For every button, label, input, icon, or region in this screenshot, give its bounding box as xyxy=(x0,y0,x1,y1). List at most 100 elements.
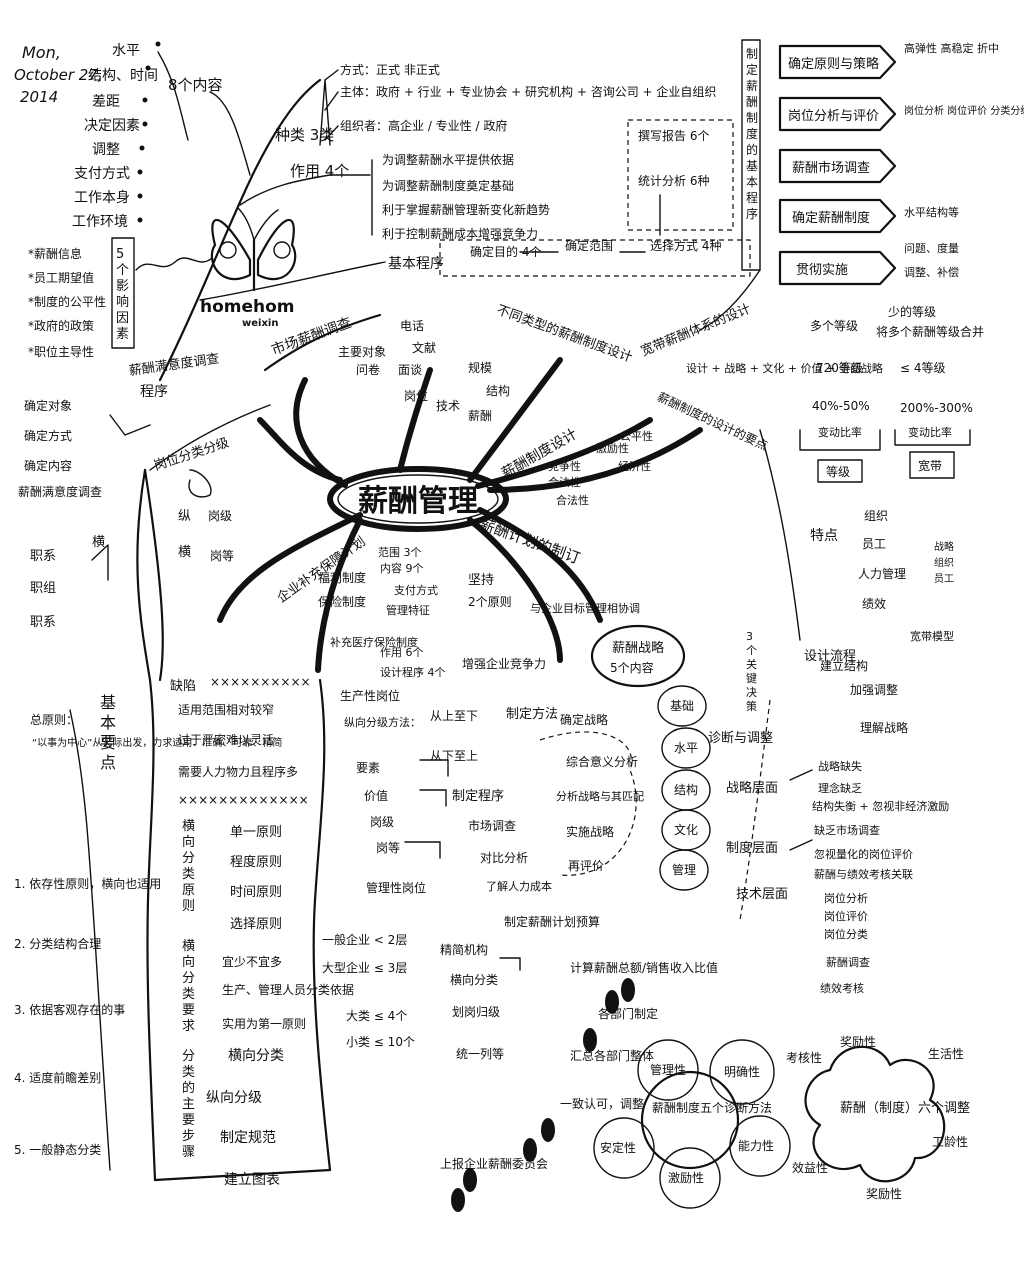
list-item-6: 支付方式 xyxy=(74,166,130,182)
survey-obj-1: 文献 xyxy=(412,340,436,355)
plan-strat-0: 确定战略 xyxy=(560,712,608,727)
broadband: 宽带薪酬体系的设计 薪酬制度的设计的要点 设计 + 战略 + 文化 + 价值 +… xyxy=(638,301,984,735)
design-type-4: 公平性 xyxy=(620,429,653,443)
strategy-item-0: 基础 xyxy=(670,699,694,713)
sat-step-1: 确定方式 xyxy=(24,428,72,443)
top-left-list: 水平 结构、时间 8个内容 差距 决定因素 调整 支付方式 工作本身 工作环境 xyxy=(72,41,251,230)
plan-principle-1: 与企业目标管理相协调 xyxy=(530,601,640,615)
survey-role-2: 利于掌握薪酬管理新变化新趋势 xyxy=(382,202,550,217)
diag-label-1: 制度层面 xyxy=(726,840,778,856)
classification-steps: 分类的主要步骤 横向分类 纵向分级 制定规范 建立图表 xyxy=(182,1048,284,1188)
strategy-item-3: 文化 xyxy=(674,822,698,837)
ent-content: 内容 9个 xyxy=(380,561,424,575)
five-tech-2: 能力性 xyxy=(738,1139,774,1153)
date-line3: 2014 xyxy=(20,88,58,106)
six-adjust-5: 奖励性 xyxy=(866,1187,902,1201)
budget-block: 计算薪酬总额/销售收入比值 各部门制定 汇总各部门整体 一致认可，调整 上报企业… xyxy=(440,960,718,1212)
diag-issue-1: 理念缺乏 xyxy=(818,781,862,795)
budget-summary2: 一致认可，调整 xyxy=(560,1096,644,1111)
bb-chg-b: 变动比率 xyxy=(908,425,952,439)
cs-1: 纵向分级 xyxy=(206,1090,262,1106)
logo-sub: weixin xyxy=(242,318,278,329)
cs-0: 横向分类 xyxy=(228,1048,284,1064)
five-tech-flower: 薪酬制度五个诊断方法 管理性 明确性 能力性 激励性 安定性 xyxy=(593,1039,791,1209)
job-level: 岗等 xyxy=(210,549,234,563)
making-note-3: 问题、度量 xyxy=(904,241,959,255)
factor-1: *员工期望值 xyxy=(28,270,94,285)
plan-strat-1: 综合意义分析 xyxy=(566,754,638,769)
center-node: 薪酬管理 xyxy=(327,466,509,532)
making-note-4: 调整、补偿 xyxy=(904,265,959,279)
survey-col-2: 薪酬 xyxy=(468,409,492,423)
design-branch: 薪酬制度设计 xyxy=(499,426,580,482)
factor-3: *政府的政策 xyxy=(28,318,94,333)
market-survey: 市场薪酬调查 主要对象 电话 文献 问卷 面谈 岗位 技术 薪酬 结构 规模 xyxy=(263,313,510,423)
enterprise-branch: 企业补充保障计划 福利制度 保险制度 范围 3个 内容 9个 支付方式 管理特征… xyxy=(274,533,445,679)
step-4: 撰写报告 6个 xyxy=(638,128,709,143)
pay-plan: 薪酬计划的制订 坚持 2个原则 与企业目标管理相协调 增强企业竞争力 从上至下 … xyxy=(430,515,644,929)
ent-welfare: 福利制度 xyxy=(318,570,366,585)
bb-design: 设计流程 xyxy=(804,649,856,664)
ent-insurance: 保险制度 xyxy=(318,594,366,609)
mgmt-3: 统一列等 xyxy=(456,1047,504,1061)
satisfaction-survey: 薪酬满意度调查 程序 确定对象 确定方式 确定内容 薪酬满意度调查 xyxy=(18,351,220,499)
survey-col-3: 结构 xyxy=(486,383,510,398)
list-item-5: 调整 xyxy=(92,142,120,158)
bb-note-0: 战略 xyxy=(934,540,954,553)
plan-step-1: 对比分析 xyxy=(480,851,528,865)
program-label: 程序 xyxy=(140,384,168,400)
plan-principles: 2个原则 xyxy=(468,595,512,609)
job-grade: 岗级 xyxy=(208,509,232,523)
bb-pct-b: 200%-300% xyxy=(900,401,973,415)
job-class-title: 岗位分类分级 xyxy=(152,436,231,474)
defects-label: 缺陷 xyxy=(170,679,196,694)
diag-title: 诊断与调整 xyxy=(708,731,773,746)
plan-step-2: 了解人力成本 xyxy=(486,879,552,893)
diag-issue-5: 薪酬与绩效考核关联 xyxy=(814,867,913,881)
list-item-2: 8个内容 xyxy=(168,76,223,94)
bb-chg-a: 变动比率 xyxy=(818,425,862,439)
bb-note-2: 员工 xyxy=(934,573,954,585)
plan-methods: 制定方法 xyxy=(506,706,558,722)
left-trunk: 基本要点 总原则： “以事为中心”从实际出发，力求适用、准确、可靠、精简 1. … xyxy=(14,468,332,1182)
x-row-1: ×××××××××× xyxy=(210,675,311,689)
survey-role-1: 为调整薪酬制度奠定基础 xyxy=(382,178,514,193)
bb-range-b: ≤ 4等级 xyxy=(900,361,946,375)
x-row-2: ××××××××××××× xyxy=(178,793,309,807)
horizontal-principles: 横向分类原则 单一原则 程度原则 时间原则 选择原则 xyxy=(182,819,282,932)
bb-model: 宽带模型 xyxy=(910,629,954,643)
survey-subject: 主要对象 xyxy=(338,345,386,359)
hr-5: 大类 ≤ 4个 xyxy=(346,1009,407,1023)
step-0: 确定目的 4个 xyxy=(470,244,541,259)
concept-title: 总原则： xyxy=(30,713,78,727)
hp-0: 单一原则 xyxy=(230,825,282,840)
sat-step-0: 确定对象 xyxy=(24,398,72,413)
step-2: 选择方式 4种 xyxy=(650,238,721,253)
making-note-0: 高弹性 高稳定 折中 xyxy=(904,41,999,55)
rule-3: 4. 适度前瞻差别 xyxy=(14,1070,101,1085)
hp-1: 程度原则 xyxy=(230,854,282,870)
making-process: 制定薪酬制度的基本程序 确定原则与策略 岗位分析与评价 薪酬市场调查 确定薪酬制… xyxy=(699,39,1024,331)
list-item-8: 工作环境 xyxy=(72,214,128,230)
survey-type-1: 主体：政府 + 行业 + 专业协会 + 研究机构 + 咨询公司 + 企业自组织 xyxy=(340,84,716,99)
rule-2: 3. 依据客观存在的事 xyxy=(14,1002,125,1017)
bb-level-a: 多个等级 xyxy=(810,319,858,333)
making-step-0: 确定原则与策略 xyxy=(788,56,879,72)
design-type-1: 合法性 xyxy=(548,475,581,489)
survey-type-label: 种类 3类 xyxy=(275,126,334,144)
job-col-0: 职系 xyxy=(30,549,56,564)
plan-step-3: 制定薪酬计划预算 xyxy=(504,914,600,929)
job-col-3: 横 xyxy=(92,535,105,550)
ent-payment: 支付方式 xyxy=(394,583,438,597)
ent-scope: 范围 3个 xyxy=(378,545,422,559)
making-title: 制定薪酬制度的基本程序 xyxy=(746,47,758,221)
date-block: Mon, October 27, 2014 xyxy=(14,43,103,106)
survey-types: 种类 3类 方式：正式 非正式 主体：政府 + 行业 + 专业协会 + 研究机构… xyxy=(158,62,716,382)
bb-range-a: 720等级 xyxy=(816,361,863,375)
design-type-5: 合法性 xyxy=(556,493,589,507)
list-item-4: 决定因素 xyxy=(84,118,140,134)
diag-issue-4: 忽视量化的岗位评价 xyxy=(814,847,913,861)
